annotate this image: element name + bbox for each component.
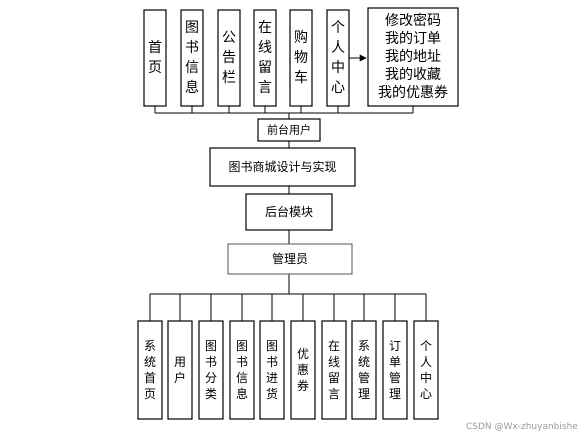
module-order-management-label: 订单管理 — [389, 339, 401, 401]
system-title-node-box — [209, 147, 356, 187]
personal-center-sub-item: 我的收藏 — [385, 67, 441, 83]
module-personal-center-admin-box — [413, 320, 439, 420]
module-book-info-admin: 图书信息 — [229, 320, 255, 420]
watermark: CSDN @Wx-zhuyanbishe — [466, 422, 578, 432]
module-coupon: 优惠券 — [290, 320, 316, 420]
module-bulletin: 公告栏 — [217, 9, 241, 107]
module-system-management-label: 系统管理 — [358, 339, 370, 401]
module-coupon-label: 优惠券 — [297, 347, 309, 393]
module-book-info: 图书信息 — [180, 9, 204, 107]
personal-center-sub-item: 我的订单 — [385, 31, 441, 47]
module-user: 用户 — [167, 320, 193, 420]
module-book-info-admin-box — [229, 320, 255, 420]
module-home: 首页 — [143, 9, 167, 107]
personal-center-sub-item: 我的地址 — [385, 49, 441, 65]
module-cart-box — [289, 9, 313, 107]
admin-node-box — [227, 243, 353, 275]
module-personal-center-admin: 个人中心 — [413, 320, 439, 420]
module-book-purchase-label: 图书进货 — [266, 339, 278, 401]
backend-node-box — [245, 193, 333, 231]
connectors — [149, 54, 427, 321]
module-online-message-label: 在线留言 — [258, 20, 272, 96]
front-user-label: 前台用户 — [267, 123, 311, 137]
module-book-info-box — [180, 9, 204, 107]
personal-center-sub-item: 我的优惠券 — [378, 85, 448, 101]
module-home-label: 首页 — [148, 40, 162, 76]
module-cart: 购物车 — [289, 9, 313, 107]
system-title-node: 图书商城设计与实现 — [209, 147, 356, 187]
personal-center-sub-box — [367, 7, 459, 107]
module-book-purchase: 图书进货 — [259, 320, 285, 420]
backend-node: 后台模块 — [245, 193, 333, 231]
module-cart-label: 购物车 — [294, 30, 308, 86]
module-system-management: 系统管理 — [351, 320, 377, 420]
admin-node: 管理员 — [227, 243, 353, 275]
module-order-management: 订单管理 — [382, 320, 408, 420]
module-personal-center-admin-label: 个人中心 — [420, 339, 432, 401]
module-nodes: 首页图书信息公告栏在线留言购物车个人中心修改密码我的订单我的地址我的收藏我的优惠… — [137, 7, 459, 420]
module-online-message-box — [253, 9, 277, 107]
module-personal-center: 个人中心 — [326, 9, 350, 107]
front-user-node-box — [257, 118, 321, 142]
module-system-home-box — [137, 320, 163, 420]
module-book-category-label: 图书分类 — [205, 339, 217, 401]
module-coupon-box — [290, 320, 316, 420]
personal-center-sub-item: 修改密码 — [385, 12, 441, 29]
module-user-label: 用户 — [174, 355, 186, 385]
module-personal-center-box — [326, 9, 350, 107]
module-book-purchase-box — [259, 320, 285, 420]
front-user-node: 前台用户 — [257, 118, 321, 142]
module-online-message-admin: 在线留言 — [321, 320, 347, 420]
module-home-box — [143, 9, 167, 107]
module-book-info-admin-label: 图书信息 — [236, 339, 248, 401]
module-book-info-label: 图书信息 — [185, 20, 199, 96]
module-system-management-box — [351, 320, 377, 420]
module-personal-center-label: 个人中心 — [331, 20, 345, 96]
module-online-message-admin-label: 在线留言 — [328, 339, 340, 401]
admin-label: 管理员 — [272, 251, 308, 266]
module-order-management-box — [382, 320, 408, 420]
module-book-category-box — [198, 320, 224, 420]
backend-label: 后台模块 — [265, 204, 313, 219]
module-online-message-admin-box — [321, 320, 347, 420]
module-bulletin-label: 公告栏 — [222, 30, 236, 86]
module-system-home: 系统首页 — [137, 320, 163, 420]
module-bulletin-box — [217, 9, 241, 107]
module-user-box — [167, 320, 193, 420]
system-title-label: 图书商城设计与实现 — [228, 159, 336, 174]
module-book-category: 图书分类 — [198, 320, 224, 420]
module-system-home-label: 系统首页 — [144, 339, 156, 401]
module-online-message: 在线留言 — [253, 9, 277, 107]
